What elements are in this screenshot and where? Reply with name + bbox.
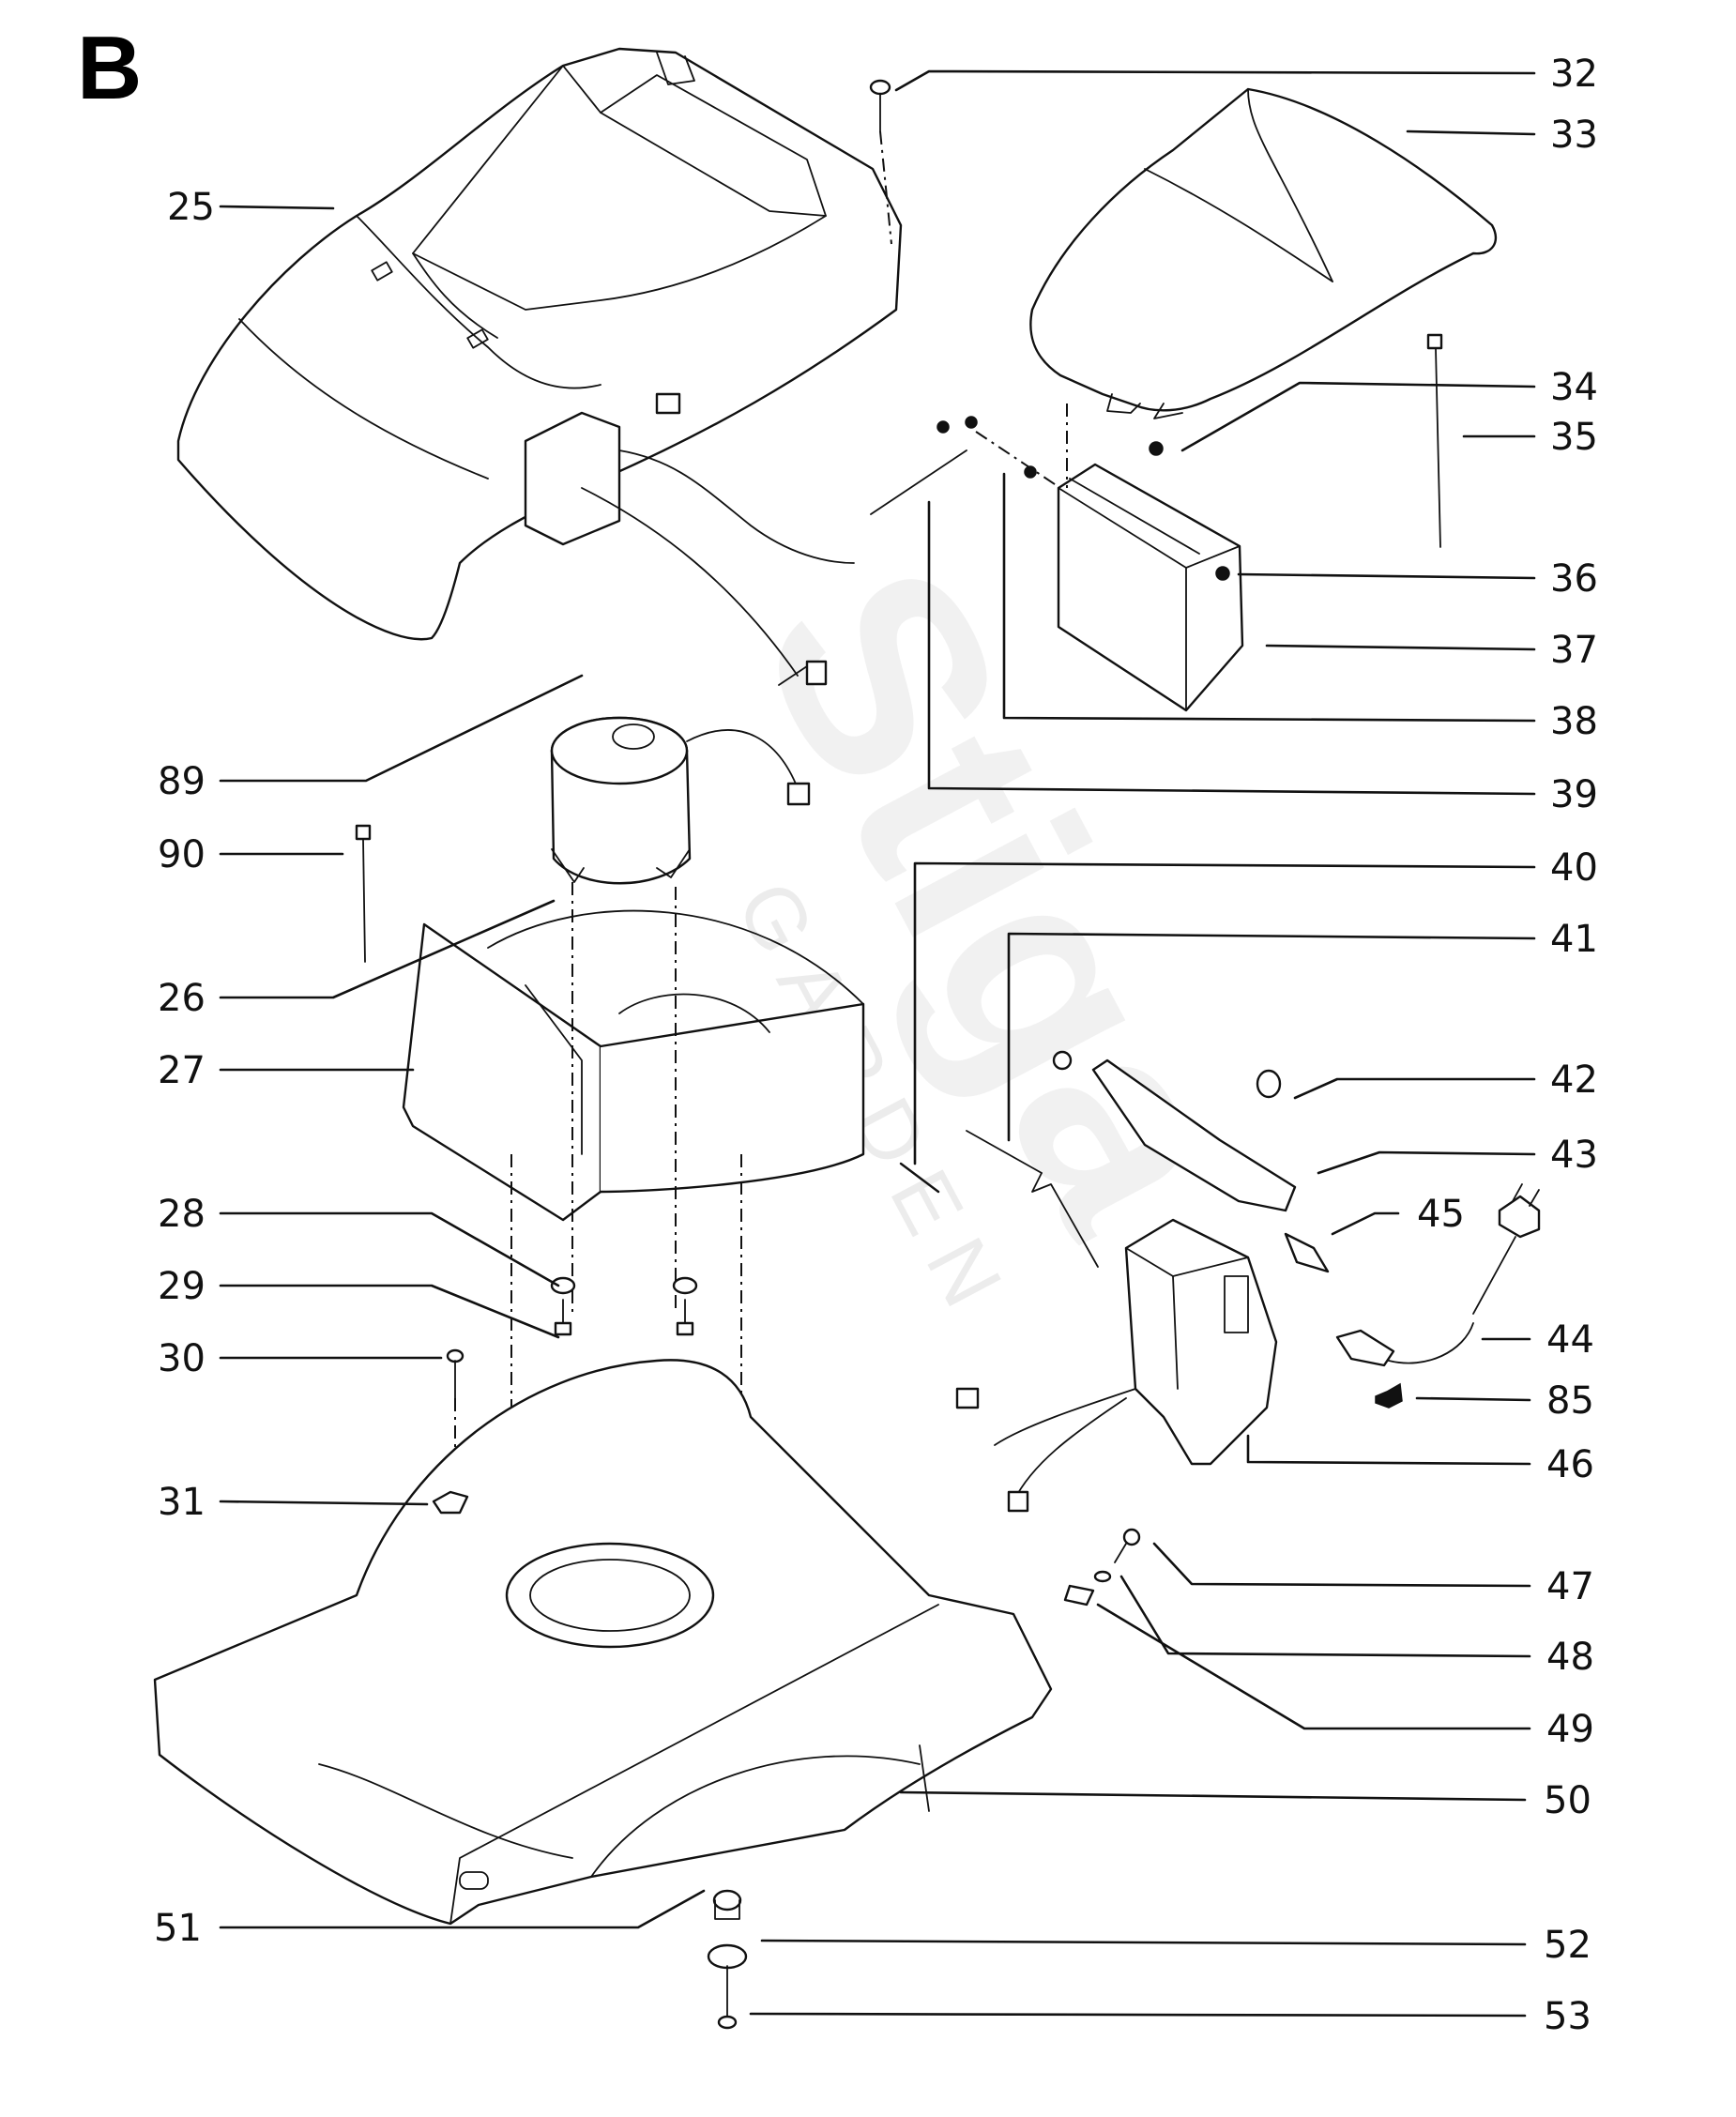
- part-44-power-cord: [1335, 1183, 1541, 1367]
- callout-38: 38: [1550, 700, 1598, 743]
- callout-39: 39: [1550, 773, 1598, 816]
- callout-46: 46: [1546, 1443, 1594, 1486]
- callout-34: 34: [1550, 366, 1598, 409]
- callout-90: 90: [158, 833, 206, 876]
- callout-42: 42: [1550, 1058, 1598, 1102]
- callout-27: 27: [158, 1049, 206, 1092]
- leaders-left: [219, 205, 706, 1929]
- section-label: B: [77, 18, 142, 118]
- part-47-49-fasteners: [1063, 1528, 1141, 1607]
- callout-28: 28: [158, 1193, 206, 1236]
- callout-44: 44: [1546, 1318, 1594, 1362]
- part-42-43-switch-lever: [1052, 1050, 1297, 1212]
- callout-50: 50: [1544, 1779, 1591, 1822]
- part-41-spring: [966, 1130, 1099, 1268]
- part-37-battery: [1057, 404, 1244, 712]
- callout-52: 52: [1544, 1924, 1591, 1967]
- callout-36: 36: [1550, 557, 1598, 601]
- callout-85: 85: [1546, 1379, 1594, 1423]
- part-33-battery-lid: [1029, 87, 1498, 419]
- part-46-switch-box: [955, 1218, 1278, 1513]
- part-35-cable-tie: [1426, 333, 1443, 548]
- callout-31: 31: [158, 1481, 206, 1524]
- callout-41: 41: [1550, 918, 1598, 961]
- part-25-top-cover: [176, 47, 903, 641]
- callout-48: 48: [1546, 1636, 1594, 1679]
- part-38-39-battery-cables: [870, 416, 1061, 515]
- callout-29: 29: [158, 1265, 206, 1308]
- callout-35: 35: [1550, 416, 1598, 459]
- callout-25: 25: [167, 186, 215, 229]
- callout-40: 40: [1550, 846, 1598, 890]
- callout-51: 51: [154, 1907, 202, 1950]
- callout-89: 89: [158, 760, 206, 803]
- callout-26: 26: [158, 977, 206, 1020]
- callout-32: 32: [1550, 53, 1598, 96]
- part-89-wiring-harness: [524, 392, 855, 686]
- callouts: 25 89 90 26 27 28 29 30 31 51 32 33 34 3…: [154, 53, 1598, 2038]
- callout-43: 43: [1550, 1134, 1598, 1177]
- callout-47: 47: [1546, 1565, 1594, 1608]
- part-45-plate: [1284, 1232, 1330, 1273]
- part-51-53-axle-hardware: [707, 1889, 748, 2030]
- part-27-motor-housing: [402, 882, 865, 1595]
- part-50-mower-deck: [153, 1359, 1053, 1926]
- callout-30: 30: [158, 1337, 206, 1380]
- callout-53: 53: [1544, 1995, 1591, 2038]
- part-85-hex-nut: [1375, 1382, 1403, 1409]
- callout-49: 49: [1546, 1708, 1594, 1751]
- part-31-clip: [432, 1490, 469, 1515]
- part-26-motor: [550, 716, 811, 885]
- part-32-screw: [869, 79, 892, 245]
- part-40-pin: [899, 1162, 940, 1194]
- part-28-29-washers-screws: [550, 1276, 698, 1336]
- leaders-right: [749, 69, 1536, 2018]
- callout-33: 33: [1550, 114, 1598, 157]
- callout-37: 37: [1550, 629, 1598, 672]
- part-90-cable-tie: [355, 824, 372, 963]
- callout-45: 45: [1417, 1193, 1465, 1236]
